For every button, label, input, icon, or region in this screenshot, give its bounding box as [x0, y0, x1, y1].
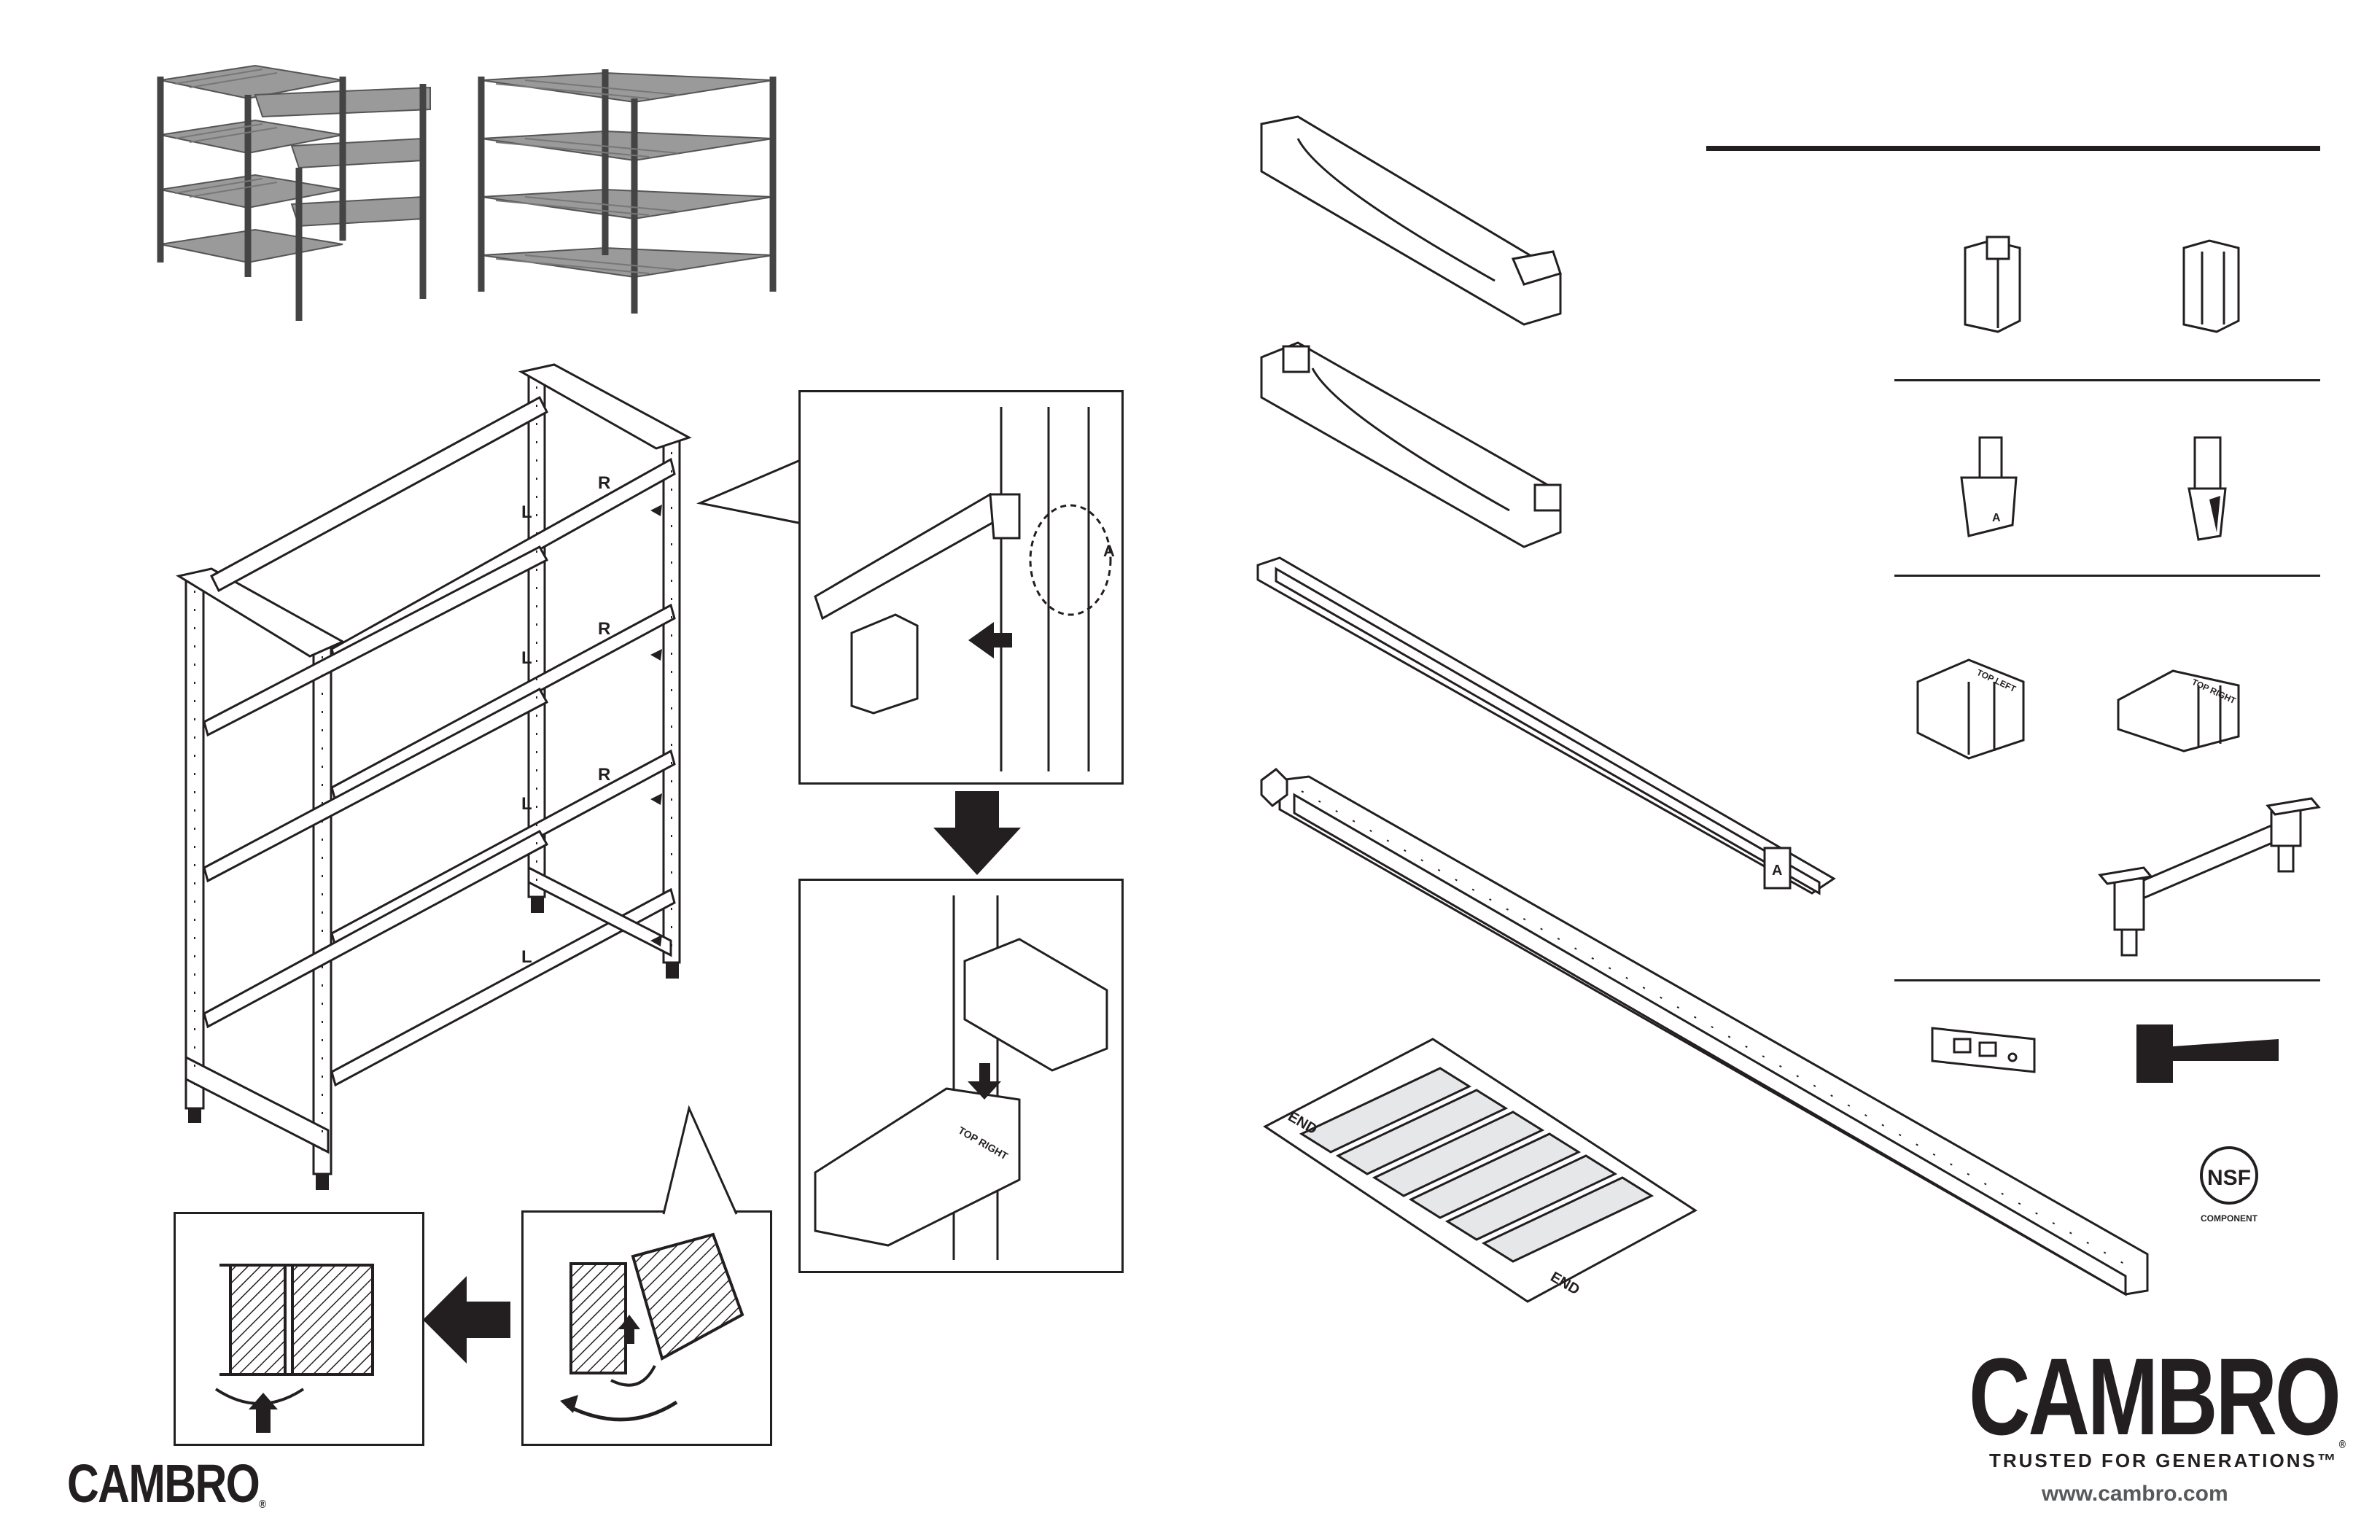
shelf-label-l: L	[521, 947, 532, 967]
post-connector-icon	[2177, 233, 2249, 339]
header-rule	[1706, 146, 2320, 151]
beam-post-detail-icon: A	[801, 392, 1121, 782]
detail-callout-icon	[700, 459, 802, 525]
wall-bracket-icon	[2100, 795, 2319, 970]
assembled-shelf-unit-icon: L R L R L R L	[160, 357, 700, 1196]
end-beam-icon	[1254, 109, 1575, 343]
corner-bracket-icon: TOP LEFT	[1907, 653, 2038, 762]
shelf-label-l: L	[521, 502, 532, 522]
post-connector-icon	[1954, 233, 2034, 339]
mallet-icon	[2136, 1024, 2282, 1083]
level-icon	[1925, 1021, 2042, 1079]
cambro-logo-small: CAMBRO®	[67, 1457, 266, 1511]
shelf-label-r: R	[598, 473, 610, 493]
shelf-plate-icon: END END	[1258, 1039, 1710, 1309]
cross-section-panel-left	[174, 1212, 424, 1446]
divider-line	[1894, 379, 2320, 381]
divider-line	[1894, 575, 2320, 577]
shelf-label-r: R	[598, 765, 610, 785]
nsf-logo-icon: NSF COMPONENT	[2198, 1145, 2286, 1232]
cross-section-panel-right	[521, 1210, 772, 1446]
down-arrow-icon	[933, 791, 1021, 879]
shelf-label-l: L	[521, 648, 532, 668]
part-letter-label: A	[1103, 542, 1115, 560]
corner-shelving-photo-icon	[146, 58, 438, 335]
corner-bracket-icon: TOP RIGHT	[2111, 656, 2249, 755]
nsf-caption: COMPONENT	[2201, 1213, 2258, 1224]
divider-line	[1894, 979, 2320, 981]
detail-panel-bottom: TOP RIGHT	[798, 879, 1124, 1273]
part-letter-label: A	[1992, 512, 2001, 524]
l-shelving-photo-icon	[467, 58, 780, 321]
website-link[interactable]: www.cambro.com	[2042, 1482, 2228, 1506]
brand-tagline: TRUSTED FOR GENERATIONS™	[1989, 1450, 2338, 1472]
rotate-arrow-icon	[567, 1402, 677, 1420]
detail-callout-icon	[627, 1108, 773, 1214]
left-arrow-icon	[423, 1276, 510, 1364]
foot-clip-icon	[2180, 434, 2239, 543]
side-beam-icon	[1254, 335, 1575, 569]
nsf-mark: NSF	[2207, 1166, 2251, 1190]
beam-seated-detail-icon: TOP RIGHT	[801, 881, 1121, 1271]
locked-clip-section-icon	[176, 1214, 422, 1444]
shelf-label-l: L	[521, 794, 532, 814]
shelf-label-r: R	[598, 619, 610, 639]
detail-panel-top: A	[798, 390, 1124, 785]
foot-clip-icon: A	[1954, 434, 2027, 543]
cambro-logo-large: CAMBRO®	[1969, 1342, 2346, 1451]
rotate-clip-section-icon	[524, 1213, 770, 1444]
up-arrow-icon	[249, 1393, 278, 1433]
